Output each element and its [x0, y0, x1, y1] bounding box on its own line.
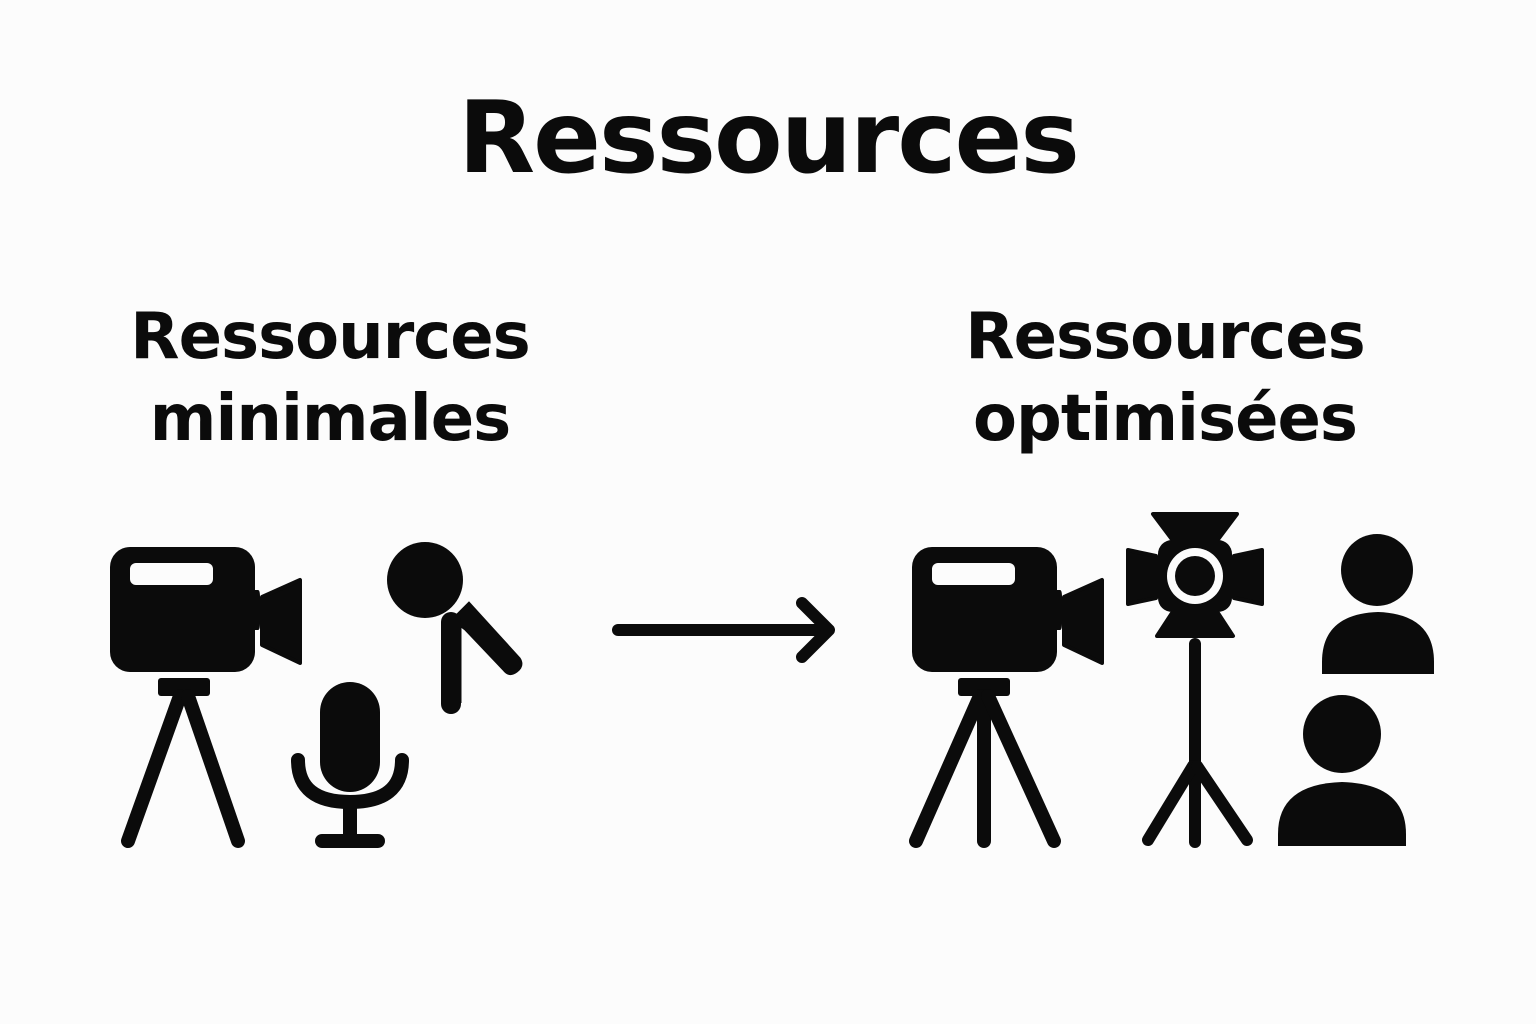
boom-microphone-icon — [387, 542, 523, 714]
person-icon — [1278, 695, 1406, 846]
optimized-heading-line-2: optimisées — [973, 382, 1358, 456]
tripod-icon — [121, 678, 245, 848]
tripod-icon — [909, 678, 1061, 848]
page-title: Ressources — [458, 79, 1080, 196]
person-icon — [1322, 534, 1434, 674]
video-camera-icon — [110, 547, 302, 672]
minimal-heading-line-2: minimales — [149, 382, 511, 456]
studio-light-icon — [1126, 512, 1264, 848]
arrow-right-icon — [612, 597, 835, 663]
minimal-resources-heading: Ressources minimales — [70, 296, 590, 460]
microphone-icon — [291, 682, 409, 848]
optimized-heading-line-1: Ressources — [965, 300, 1365, 374]
video-camera-icon — [912, 547, 1104, 672]
minimal-heading-line-1: Ressources — [130, 300, 530, 374]
optimized-resources-heading: Ressources optimisées — [905, 296, 1425, 460]
